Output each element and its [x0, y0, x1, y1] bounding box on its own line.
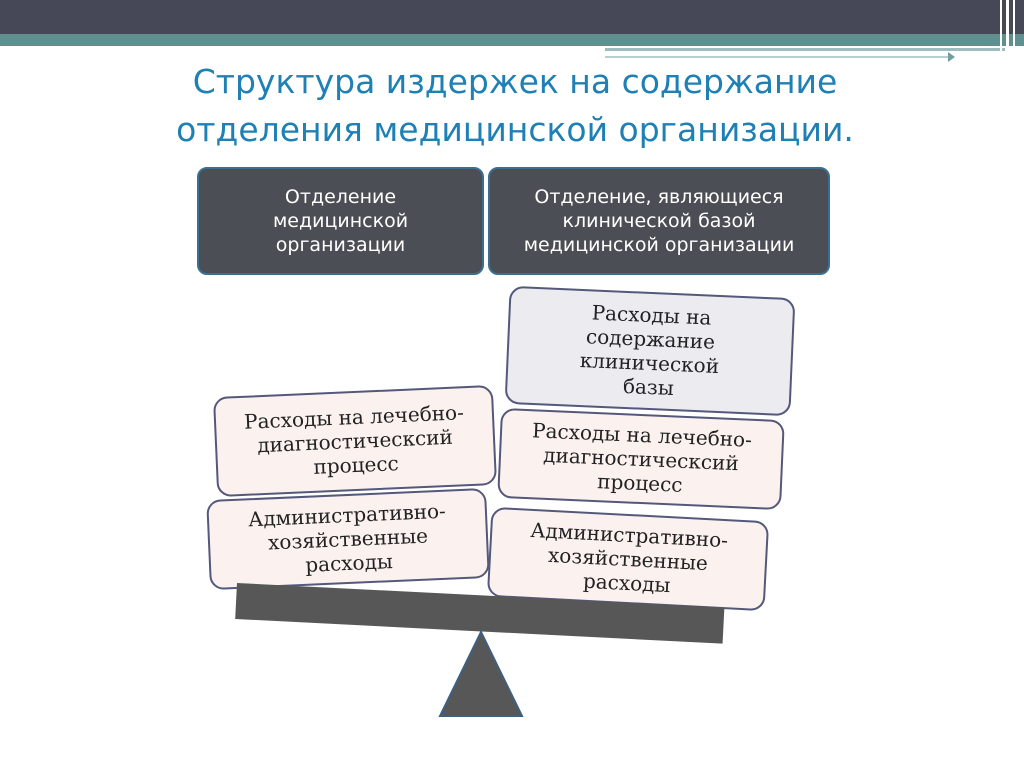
top-decorative-bar [0, 0, 1024, 34]
slide-title: Структура издержек на содержание отделен… [176, 62, 854, 149]
header-clinical-base-department: Отделение, являющиеся клинической базой … [488, 167, 830, 275]
clinical-base-costs-box: Расходы на содержание клинической базы [504, 285, 796, 417]
right-treatment-costs-box: Расходы на лечебно-диагностическсий проц… [497, 407, 785, 511]
right-admin-costs-box: Административно-хозяйственные расходы [486, 506, 770, 612]
corner-decorative-lines [994, 0, 1024, 72]
teal-decorative-strip [0, 34, 1024, 46]
decorative-line-thin [605, 56, 950, 58]
left-treatment-costs-box: Расходы на лечебно-диагностическсий проц… [212, 384, 498, 498]
scale-fulcrum [438, 630, 524, 717]
decorative-line [605, 48, 1005, 51]
header-hospital-department: Отделение медицинской организации [197, 167, 484, 275]
left-admin-costs-box: Административно-хозяйственные расходы [206, 487, 490, 591]
arrow-icon [948, 52, 955, 62]
